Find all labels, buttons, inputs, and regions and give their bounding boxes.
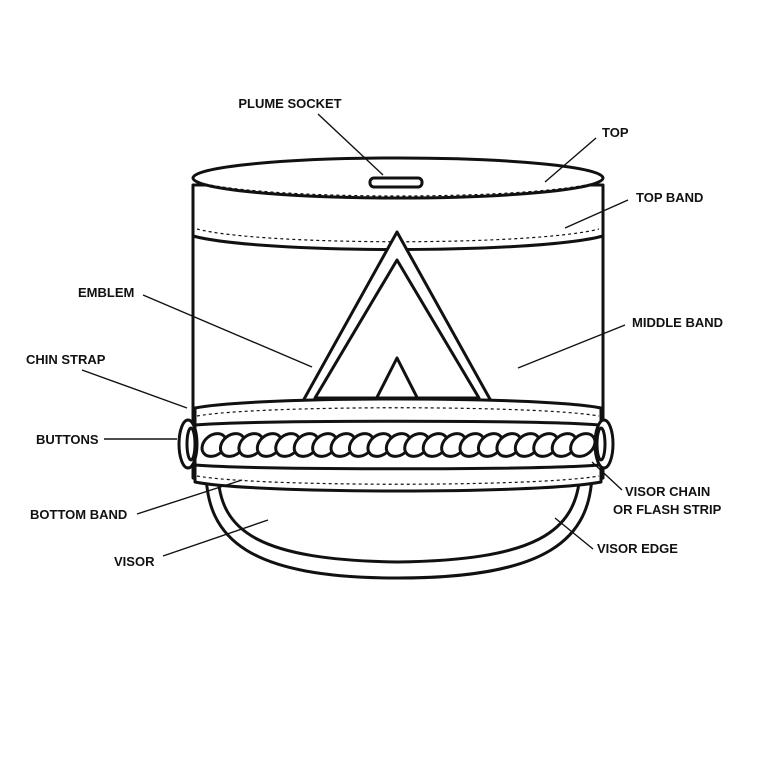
visor xyxy=(204,468,594,580)
label-buttons: BUTTONS xyxy=(36,432,99,447)
button-right xyxy=(593,418,615,470)
label-top-band: TOP BAND xyxy=(636,190,703,205)
leader-chin-strap xyxy=(81,369,188,409)
label-chin-strap: CHIN STRAP xyxy=(26,352,106,367)
plume-socket xyxy=(368,176,424,189)
leader-plume-socket xyxy=(317,113,384,176)
label-middle-band: MIDDLE BAND xyxy=(632,315,723,330)
leader-visor xyxy=(162,519,269,557)
label-visor: VISOR xyxy=(114,554,155,569)
leader-middle-band xyxy=(517,324,626,369)
label-bottom-band: BOTTOM BAND xyxy=(30,507,127,522)
visor-chain xyxy=(193,419,602,471)
label-top: TOP xyxy=(602,125,629,140)
label-plume-socket: PLUME SOCKET xyxy=(238,96,341,111)
leader-bottom-band xyxy=(136,479,243,515)
label-visor-chain-line2: OR FLASH STRIP xyxy=(613,502,722,517)
labels: PLUME SOCKET TOP TOP BAND EMBLEM MIDDLE … xyxy=(26,96,723,569)
label-emblem: EMBLEM xyxy=(78,285,134,300)
label-visor-edge: VISOR EDGE xyxy=(597,541,678,556)
leader-top xyxy=(544,137,597,183)
leader-emblem xyxy=(142,294,313,368)
leader-visor-edge xyxy=(554,517,594,550)
chain-link xyxy=(569,432,597,458)
label-visor-chain-line1: VISOR CHAIN xyxy=(625,484,710,499)
button-left xyxy=(177,418,199,470)
leader-top-band xyxy=(564,199,629,229)
leader-lines xyxy=(81,113,629,557)
leader-visor-chain xyxy=(591,461,623,491)
